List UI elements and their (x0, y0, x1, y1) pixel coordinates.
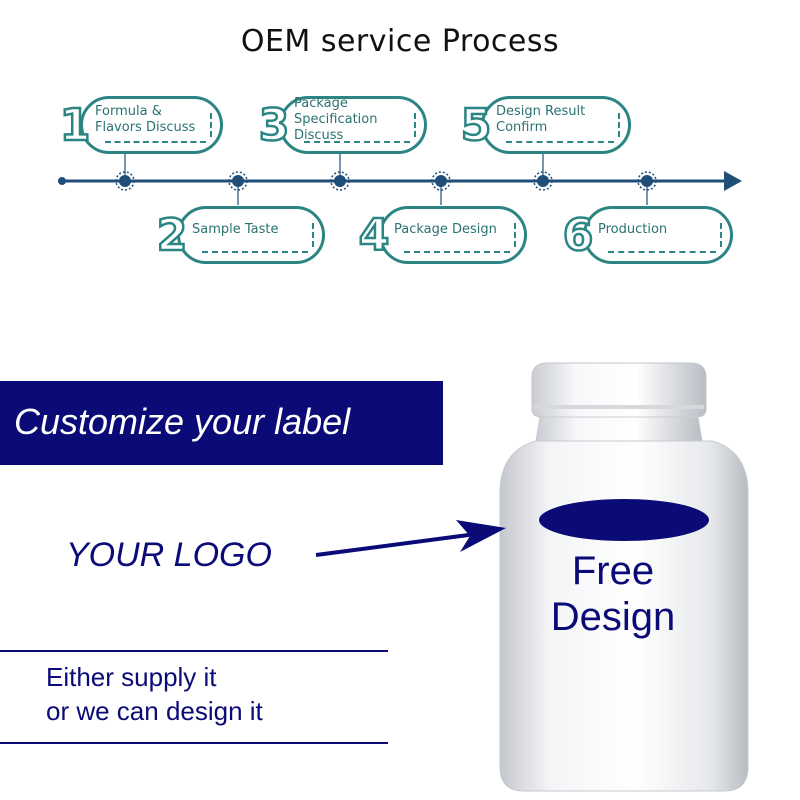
step-3-number: 3 (257, 99, 290, 153)
bottle-cap (531, 362, 707, 418)
step-5-label: Design Result Confirm (496, 104, 586, 135)
step-3-label: Package Specification Discuss (294, 96, 378, 143)
timeline (58, 154, 742, 205)
step-1-number: 1 (58, 99, 91, 153)
node-1 (119, 175, 131, 187)
step-2: Sample Taste 2 (155, 206, 325, 268)
supply-line1: Either supply it (46, 662, 217, 692)
banner-text: Customize your label (14, 401, 351, 442)
step-4-number: 4 (357, 209, 390, 263)
customize-banner: Customize your label (0, 381, 443, 465)
step-2-label: Sample Taste (192, 222, 279, 237)
step-5: Design Result Confirm 5 (459, 96, 631, 158)
bottle-label-line1: Free (571, 549, 655, 593)
step-5-pill: Design Result Confirm (481, 96, 631, 154)
timeline-arrow-head (724, 171, 742, 191)
step-4-pill: Package Design (379, 206, 527, 264)
step-1-label: Formula & Flavors Discuss (95, 104, 196, 135)
step-2-number: 2 (155, 209, 188, 263)
supply-text: Either supply it or we can design it (46, 660, 263, 728)
step-5-number: 5 (459, 99, 492, 153)
logo-placeholder-ellipse (539, 499, 709, 541)
step-6-label: Production (598, 222, 668, 237)
bottle-label-line2: Design (550, 595, 676, 639)
step-6-pill: Production (583, 206, 733, 264)
divider-top (0, 650, 388, 652)
step-1-pill: Formula & Flavors Discuss (80, 96, 223, 154)
step-2-pill: Sample Taste (177, 206, 325, 264)
pointer-arrow (315, 520, 506, 557)
bottle-neck (535, 416, 703, 442)
node-2 (232, 175, 244, 187)
step-1: Formula & Flavors Discuss 1 (58, 96, 223, 158)
your-logo-text: YOUR LOGO (66, 536, 272, 574)
node-5 (537, 175, 549, 187)
supply-line2: or we can design it (46, 696, 263, 726)
divider-bottom (0, 742, 388, 744)
step-6: Production 6 (561, 206, 733, 268)
node-6 (641, 175, 653, 187)
step-4: Package Design 4 (357, 206, 527, 268)
node-3 (334, 175, 346, 187)
page-title: OEM service Process (240, 24, 560, 59)
timeline-start-dot (58, 177, 66, 185)
step-4-label: Package Design (394, 222, 497, 237)
node-4 (435, 175, 447, 187)
bottle-label: Free Design (520, 548, 706, 640)
step-6-number: 6 (561, 209, 594, 263)
step-3-pill: Package Specification Discuss (279, 96, 427, 154)
supplement-bottle (499, 362, 749, 792)
step-3: Package Specification Discuss 3 (257, 96, 427, 158)
